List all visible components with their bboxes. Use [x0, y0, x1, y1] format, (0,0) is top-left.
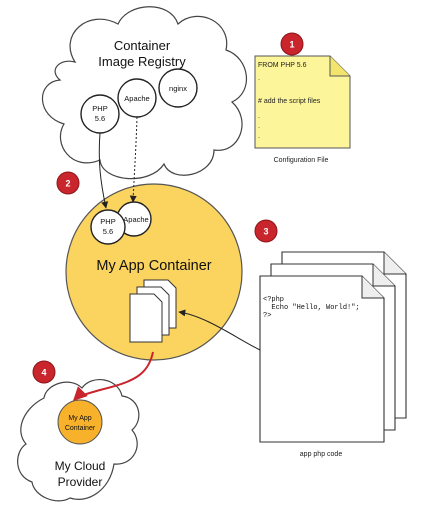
pull-apache-arrow — [129, 116, 138, 203]
code-line-1: <?php — [263, 296, 284, 304]
step-badge-2-label: 2 — [65, 179, 70, 189]
step-badge-1: 1 — [280, 32, 304, 56]
deploy-arrow — [73, 351, 154, 401]
config-line-6: . — [258, 133, 260, 140]
registry-image-php-line1: PHP — [92, 104, 107, 113]
step-badge-3: 3 — [254, 219, 278, 243]
registry-image-nginx-label: nginx — [169, 84, 187, 93]
container-image-php-line2: 5.6 — [103, 227, 113, 236]
cloud-title-line1: My Cloud — [55, 459, 106, 473]
container-image-php-line1: PHP — [100, 217, 115, 226]
step-badge-4: 4 — [32, 360, 56, 384]
registry-image-apache-label: Apache — [124, 94, 149, 103]
pull-php-arrow — [98, 132, 109, 209]
config-line-4: . — [258, 113, 260, 120]
config-file-note — [254, 55, 351, 149]
config-line-3: # add the script files — [258, 98, 321, 105]
cloud-container-line1: My App — [68, 415, 91, 422]
code-line-2: Echo "Hello, World!"; — [263, 304, 360, 312]
registry-image-php: PHP 5.6 — [80, 94, 120, 134]
app-code-documents — [259, 251, 407, 443]
registry-title-line1: Container — [114, 38, 171, 53]
app-container-title: My App Container — [96, 258, 211, 274]
cloud-app-container: My App Container — [57, 399, 103, 445]
copy-code-arrow — [178, 309, 261, 351]
config-line-2: . — [258, 75, 260, 82]
cloud-title-line2: Provider — [58, 475, 103, 489]
step-badge-4-label: 4 — [41, 368, 46, 378]
container-code-files-icon — [129, 279, 177, 343]
registry-image-apache: Apache — [117, 78, 157, 118]
step-badge-2: 2 — [56, 171, 80, 195]
container-image-php: PHP 5.6 — [90, 209, 126, 245]
container-image-apache-label: Apache — [123, 215, 148, 224]
registry-image-nginx: nginx — [158, 68, 198, 108]
registry-title-line2: Image Registry — [98, 54, 186, 69]
config-file-caption: Configuration File — [274, 157, 329, 164]
code-line-3: ?> — [263, 312, 271, 320]
config-line-5: . — [258, 123, 260, 130]
step-badge-3-label: 3 — [263, 227, 268, 237]
app-code-caption: app php code — [300, 451, 343, 458]
step-badge-1-label: 1 — [289, 40, 294, 50]
config-line-1: FROM PHP 5.6 — [258, 62, 307, 69]
registry-image-php-line2: 5.6 — [95, 114, 105, 123]
cloud-container-line2: Container — [65, 425, 96, 432]
